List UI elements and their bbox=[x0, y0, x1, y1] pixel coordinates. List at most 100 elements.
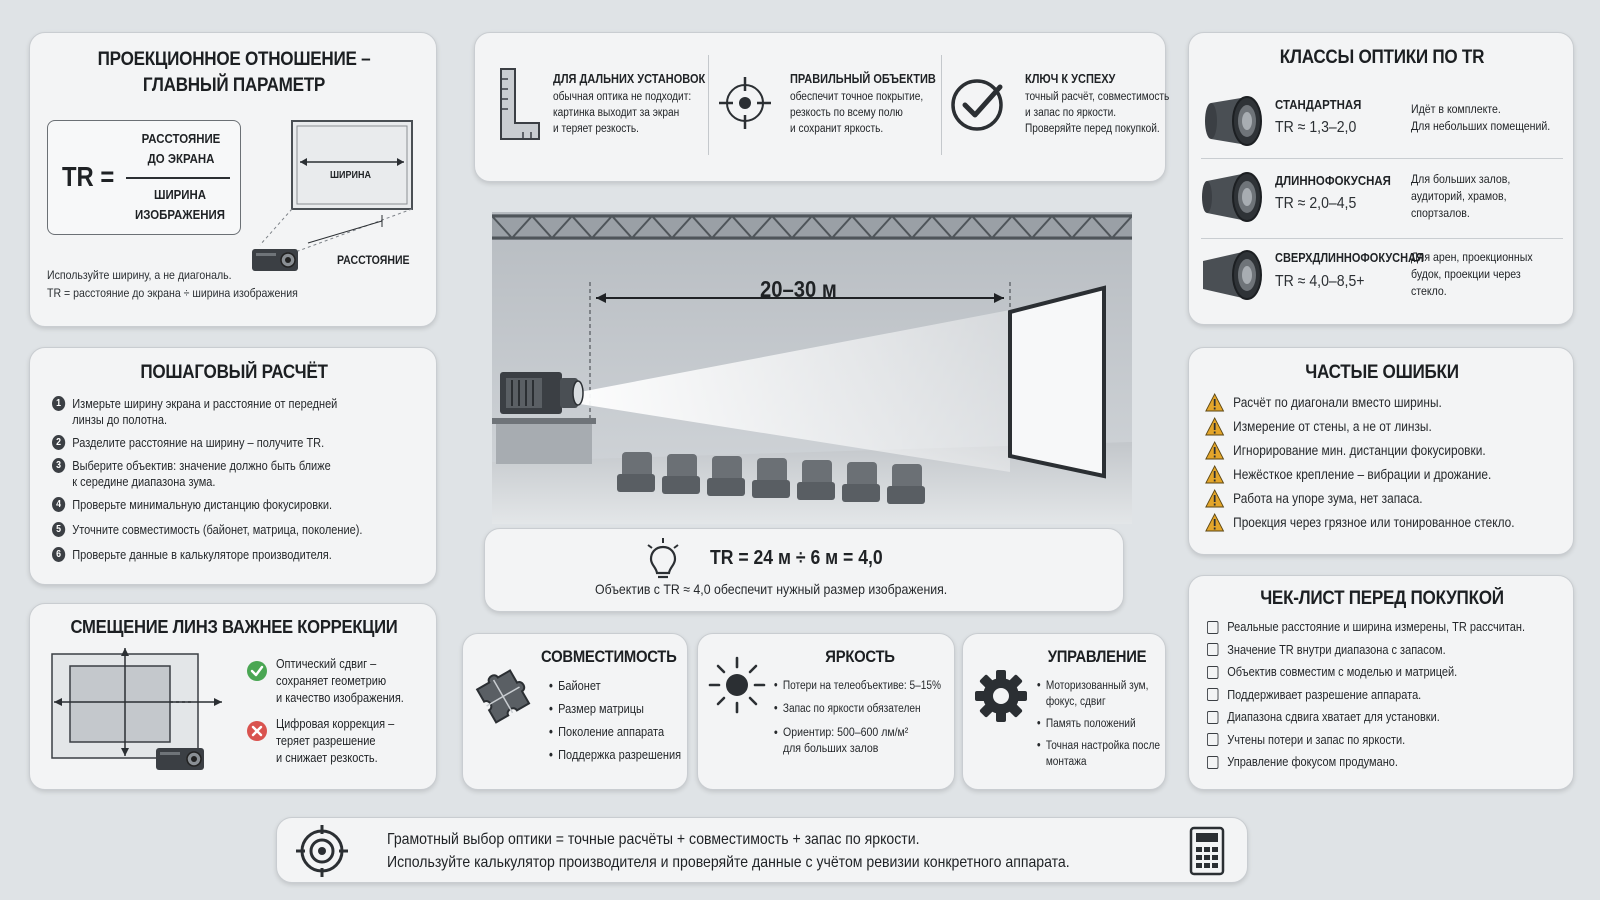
lens-icon bbox=[1205, 96, 1262, 146]
tr-card-title: ПРОЕКЦИОННОЕ ОТНОШЕНИЕ – ГЛАВНЫЙ ПАРАМЕТ… bbox=[97, 49, 371, 96]
sun-icon bbox=[708, 656, 766, 714]
formula-denominator: ШИРИНА ИЗОБРАЖЕНИЯ bbox=[135, 187, 225, 222]
formula-box: TR = РАССТОЯНИЕ ДО ЭКРАНА ШИРИНА ИЗОБРАЖ… bbox=[47, 120, 241, 235]
checkbox[interactable] bbox=[1207, 710, 1219, 724]
info-item-long-range: ДЛЯ ДАЛЬНИХ УСТАНОВОК обычная оптика не … bbox=[553, 72, 706, 135]
formula-numerator: РАССТОЯНИЕ ДО ЭКРАНА bbox=[141, 131, 221, 166]
tr-note: Используйте ширину, а не диагональ. TR =… bbox=[47, 268, 298, 300]
warning-icon bbox=[1205, 392, 1225, 411]
error-item: Проекция через грязное или тонированное … bbox=[1205, 510, 1557, 534]
control-title: УПРАВЛЕНИЕ bbox=[1047, 648, 1147, 666]
info-item-key: КЛЮЧ К УСПЕХУ точный расчёт, совместимос… bbox=[1025, 72, 1170, 135]
check-badge-icon bbox=[247, 661, 267, 681]
example-card: TR = 24 м ÷ 6 м = 4,0 Объектив с TR ≈ 4,… bbox=[484, 528, 1124, 612]
screen-diagram bbox=[252, 120, 413, 271]
checklist-title: ЧЕК-ЛИСТ ПЕРЕД ПОКУПКОЙ bbox=[1260, 588, 1504, 609]
compatibility-card: СОВМЕСТИМОСТЬ Байонет Размер матрицы Пок… bbox=[462, 633, 688, 790]
calculator-icon bbox=[1189, 826, 1225, 876]
lens-class-row: ДЛИННОФОКУСНАЯ TR ≈ 2,0–4,5 Для больших … bbox=[1201, 163, 1563, 239]
compat-list: Байонет Размер матрицы Поколение аппарат… bbox=[549, 678, 690, 763]
warning-icon bbox=[1205, 488, 1225, 507]
checklist-item[interactable]: Управление фокусом продумано. bbox=[1207, 751, 1568, 774]
checklist-item[interactable]: Объектив совместим с моделью и матрицей. bbox=[1207, 661, 1568, 684]
distance-label: РАССТОЯНИЕ bbox=[337, 253, 410, 267]
audience-seats bbox=[617, 452, 925, 504]
projector-icon bbox=[156, 748, 204, 770]
check-circle-icon bbox=[951, 79, 1003, 131]
lens-class-row: СВЕРХДЛИННОФОКУСНАЯ TR ≈ 4,0–8,5+ Для ар… bbox=[1201, 243, 1563, 319]
brightness-card: ЯРКОСТЬ Потери на телеобъективе: 5–15% З… bbox=[697, 633, 955, 790]
lens-shift-card: СМЕЩЕНИЕ ЛИНЗ ВАЖНЕЕ КОРРЕКЦИИ Оптически… bbox=[29, 603, 437, 790]
warning-icon bbox=[1205, 464, 1225, 483]
warning-icon bbox=[1205, 416, 1225, 435]
checklist-item[interactable]: Диапазона сдвига хватает для установки. bbox=[1207, 706, 1568, 729]
checkbox[interactable] bbox=[1207, 643, 1219, 657]
gear-icon bbox=[975, 670, 1027, 722]
errors-card: ЧАСТЫЕ ОШИБКИ Расчёт по диагонали вместо… bbox=[1188, 347, 1574, 555]
classes-title: КЛАССЫ ОПТИКИ ПО TR bbox=[1279, 47, 1485, 68]
lens-icon bbox=[1203, 250, 1262, 300]
control-card: УПРАВЛЕНИЕ Моторизованный зум,фокус, сдв… bbox=[962, 633, 1166, 790]
lens-icon bbox=[1202, 172, 1262, 222]
footer-text: Грамотный выбор оптики = точные расчёты … bbox=[387, 831, 1070, 871]
steps-title: ПОШАГОВЫЙ РАСЧЁТ bbox=[140, 362, 328, 383]
formula-lhs: TR = bbox=[62, 161, 115, 192]
fraction-bar bbox=[126, 177, 230, 179]
checklist-card: ЧЕК-ЛИСТ ПЕРЕД ПОКУПКОЙ Реальные расстоя… bbox=[1188, 575, 1574, 790]
divider bbox=[708, 55, 709, 155]
lens-shift-diagram bbox=[51, 648, 222, 770]
hall-projector bbox=[500, 372, 584, 414]
lightbulb-icon bbox=[647, 538, 679, 579]
lens-class-row: СТАНДАРТНАЯ TR ≈ 1,3–2,0 Идёт в комплект… bbox=[1201, 87, 1563, 159]
screen-width-label: ШИРИНА bbox=[330, 170, 371, 181]
cross-badge-icon bbox=[247, 721, 267, 741]
divider bbox=[941, 55, 942, 155]
digital-correction-text: Цифровая коррекция – теряет разрешение и… bbox=[276, 717, 395, 765]
checkbox[interactable] bbox=[1207, 755, 1219, 769]
info-strip-card: ДЛЯ ДАЛЬНИХ УСТАНОВОК обычная оптика не … bbox=[474, 32, 1170, 182]
footer-card: Грамотный выбор оптики = точные расчёты … bbox=[276, 817, 1248, 883]
checklist-list: Реальные расстояние и ширина измерены, T… bbox=[1207, 616, 1568, 774]
example-caption: Объектив с TR ≈ 4,0 обеспечит нужный раз… bbox=[595, 581, 948, 597]
checklist-item[interactable]: Учтены потери и запас по яркости. bbox=[1207, 729, 1568, 752]
truss bbox=[492, 214, 1132, 240]
checkbox[interactable] bbox=[1207, 620, 1219, 634]
tr-formula-card: ПРОЕКЦИОННОЕ ОТНОШЕНИЕ – ГЛАВНЫЙ ПАРАМЕТ… bbox=[29, 32, 437, 327]
optical-shift-text: Оптический сдвиг – сохраняет геометрию и… bbox=[276, 657, 404, 705]
target-icon bbox=[719, 77, 771, 129]
stage-platform bbox=[492, 418, 596, 464]
checkbox[interactable] bbox=[1207, 665, 1219, 679]
error-item: Игнорирование мин. дистанции фокусировки… bbox=[1205, 438, 1557, 462]
hall-distance-label: 20–30 м bbox=[760, 276, 837, 302]
target-icon bbox=[296, 825, 348, 877]
errors-list: Расчёт по диагонали вместо ширины. Измер… bbox=[1205, 390, 1557, 534]
hall-illustration bbox=[492, 212, 1132, 524]
checklist-item[interactable]: Значение TR внутри диапазона с запасом. bbox=[1207, 639, 1568, 662]
projector-icon bbox=[252, 249, 298, 271]
checkbox[interactable] bbox=[1207, 733, 1219, 747]
puzzle-icon bbox=[475, 669, 531, 724]
compat-title: СОВМЕСТИМОСТЬ bbox=[541, 648, 677, 666]
projection-screen bbox=[1008, 285, 1106, 479]
error-item: Работа на упоре зума, нет запаса. bbox=[1205, 486, 1557, 510]
checklist-item[interactable]: Реальные расстояние и ширина измерены, T… bbox=[1207, 616, 1568, 639]
ruler-icon bbox=[500, 68, 540, 140]
brightness-list: Потери на телеобъективе: 5–15% Запас по … bbox=[774, 678, 950, 756]
error-item: Расчёт по диагонали вместо ширины. bbox=[1205, 390, 1557, 414]
info-item-right-lens: ПРАВИЛЬНЫЙ ОБЪЕКТИВ обеспечит точное пок… bbox=[790, 72, 936, 135]
shift-title: СМЕЩЕНИЕ ЛИНЗ ВАЖНЕЕ КОРРЕКЦИИ bbox=[70, 616, 398, 637]
error-item: Нежёсткое крепление – вибрации и дрожани… bbox=[1205, 462, 1557, 486]
error-item: Измерение от стены, а не от линзы. bbox=[1205, 414, 1557, 438]
warning-icon bbox=[1205, 440, 1225, 459]
checkbox[interactable] bbox=[1207, 688, 1219, 702]
checklist-item[interactable]: Поддерживает разрешение аппарата. bbox=[1207, 684, 1568, 707]
brightness-title: ЯРКОСТЬ bbox=[825, 648, 895, 666]
lens-classes-card: КЛАССЫ ОПТИКИ ПО TR СТАНДАРТНАЯ TR ≈ 1,3… bbox=[1188, 32, 1574, 325]
